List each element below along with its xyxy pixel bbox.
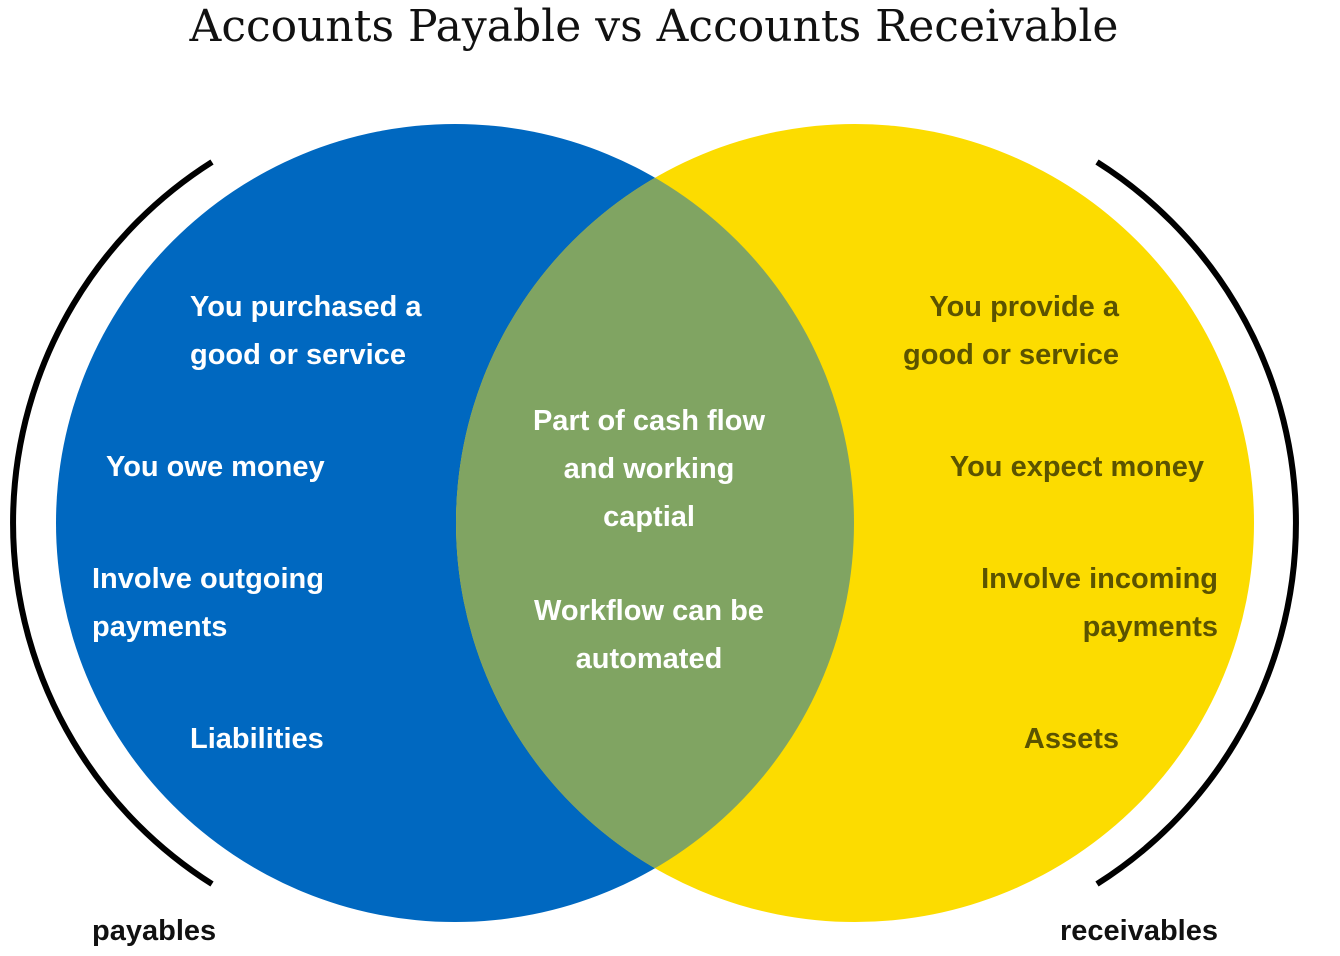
overlap-item-cash-flow: Part of cash flow and working captial bbox=[532, 405, 766, 533]
receivables-bracket bbox=[1095, 159, 1299, 887]
overlap-item-workflow: Workflow can be automated bbox=[534, 595, 764, 675]
payables-item-owe-money: You owe money bbox=[106, 451, 325, 483]
payables-item-outgoing-payments: Involve outgoing payments bbox=[92, 563, 324, 643]
receivables-caption: receivables bbox=[1059, 915, 1218, 947]
payables-item-purchased: You purchased a good or service bbox=[190, 291, 422, 371]
payables-item-liabilities: Liabilities bbox=[190, 723, 324, 755]
receivables-item-expect-money: You expect money bbox=[949, 451, 1204, 483]
receivables-item-provide: You provide a good or service bbox=[903, 291, 1119, 371]
payables-caption: payables bbox=[92, 915, 217, 947]
receivables-item-assets: Assets bbox=[1023, 723, 1119, 755]
page-title: Accounts Payable vs Accounts Receivable bbox=[189, 1, 1119, 52]
overlap-region bbox=[456, 124, 854, 922]
payables-bracket bbox=[10, 159, 214, 887]
receivables-item-incoming-payments: Involve incoming payments bbox=[981, 563, 1218, 643]
